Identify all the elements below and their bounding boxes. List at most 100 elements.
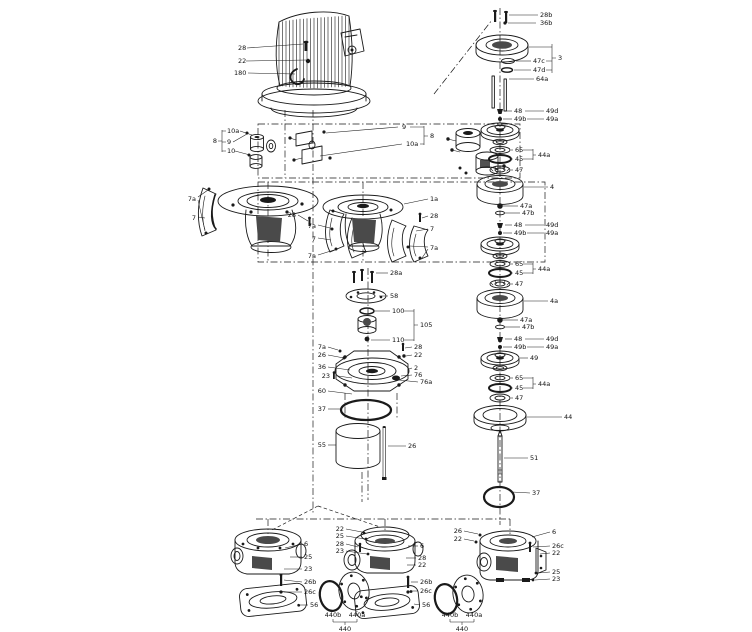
coupling-cluster-left: 8 10a 9 10 [213,127,276,169]
svg-text:26b: 26b [420,578,432,586]
svg-text:8: 8 [430,132,434,140]
svg-text:23: 23 [304,565,312,573]
staybolt-26: 26 [382,426,416,480]
callout-23-head: 23 [322,372,353,380]
svg-text:26c: 26c [304,588,316,596]
motor-assembly: 28 22 180 [234,11,371,118]
callout-1a: 1a [403,195,438,205]
nameplate [392,375,400,381]
svg-text:7: 7 [312,235,316,243]
chamber [476,175,524,205]
svg-text:47d: 47d [533,66,545,74]
coupling-box-outline [257,123,521,179]
svg-text:22: 22 [418,561,426,569]
callout-64a: 64a [509,75,548,83]
svg-text:100: 100 [392,307,404,315]
coupling-guard-right: 1a 28 7 7a [387,195,438,263]
callout-28-midR: 28 [406,554,426,562]
callout-7-mid: 7 [312,235,332,243]
nut-icon [305,58,311,64]
svg-text:28: 28 [430,212,438,220]
screw-icon [303,40,309,51]
washer-47c [501,57,515,65]
o-ring-47d [500,67,514,73]
callout-22-rightL: 22 [454,535,475,543]
svg-text:65: 65 [515,260,523,268]
svg-text:45: 45 [515,269,523,277]
bearing-ring [489,165,511,175]
svg-text:7a: 7a [318,343,326,351]
svg-text:47: 47 [515,394,523,402]
svg-text:64a: 64a [536,75,548,83]
callout-6-left: 6 [284,540,308,549]
coupling-guard-left: 7a 7 [188,187,217,237]
svg-text:37: 37 [318,405,326,413]
callout-28: 28 [238,43,304,52]
svg-text:440: 440 [339,625,351,632]
flange-kit-2: 440b 440a 440 [433,574,484,632]
svg-text:55: 55 [318,441,326,449]
svg-text:3: 3 [558,54,562,62]
callout-60: 60 [318,387,353,395]
svg-text:49b: 49b [514,343,526,351]
callout-6-right: 6 [531,528,556,538]
stage-unit: 48 49b 49d 49a 65 45 44a 47 [476,107,558,217]
svg-text:6: 6 [552,528,556,536]
base-plate-56 [354,585,420,620]
svg-text:48: 48 [514,107,522,115]
callout-105: 105 [404,309,432,341]
svg-text:49d: 49d [546,335,558,343]
svg-text:440b: 440b [325,611,342,619]
svg-text:22: 22 [552,549,560,557]
svg-text:49a: 49a [546,229,558,237]
o-ring-100 [359,307,375,315]
svg-text:49a: 49a [546,115,558,123]
svg-text:6: 6 [420,542,424,550]
outer-sleeve-55: 55 [318,423,381,469]
callout-7a-right: 7a [409,244,438,259]
svg-text:28: 28 [288,211,296,219]
flange-kit-1: 440b 440a 440 [318,571,370,632]
svg-text:47a: 47a [520,316,532,324]
svg-text:36: 36 [318,363,326,371]
svg-text:28: 28 [336,540,344,548]
svg-text:440: 440 [456,625,468,632]
svg-text:49b: 49b [514,229,526,237]
svg-text:23: 23 [322,372,330,380]
svg-text:37: 37 [532,489,540,497]
svg-text:26c: 26c [420,587,432,595]
svg-text:45: 45 [515,155,523,163]
svg-text:10: 10 [227,147,235,155]
callout-56-left: 56 [300,601,318,609]
callout-55: 55 [318,441,336,449]
callout-25-left: 25 [290,553,312,561]
spacing-pipe [491,75,495,109]
svg-text:48: 48 [514,335,522,343]
svg-text:7: 7 [430,225,434,233]
callout-28b: 28b [509,11,552,19]
callout-26-staybolt: 26 [388,442,416,450]
svg-text:26: 26 [408,442,416,450]
shaft-seal-cluster: 28a 58 100 110 105 [345,268,432,344]
callout-100: 100 [375,307,404,315]
svg-text:47a: 47a [520,202,532,210]
svg-text:56: 56 [422,601,430,609]
svg-text:6: 6 [304,540,308,548]
svg-text:7a: 7a [430,244,438,252]
svg-text:180: 180 [234,69,246,77]
svg-text:28: 28 [238,44,246,52]
base-middle: 22 25 28 23 6 28 22 26b 26c 56 [336,525,432,620]
svg-text:49d: 49d [546,107,558,115]
callout-23-left: 23 [284,565,312,573]
svg-text:56: 56 [310,601,318,609]
svg-text:105: 105 [420,321,432,329]
svg-text:25: 25 [304,553,312,561]
svg-text:9: 9 [402,123,406,131]
callout-7a-mid2: 7a [308,249,335,260]
svg-text:4: 4 [550,183,554,191]
svg-text:45: 45 [515,384,523,392]
svg-text:9: 9 [227,138,231,146]
spacing-pipe [503,78,507,112]
callout-23-right: 23 [534,575,560,583]
